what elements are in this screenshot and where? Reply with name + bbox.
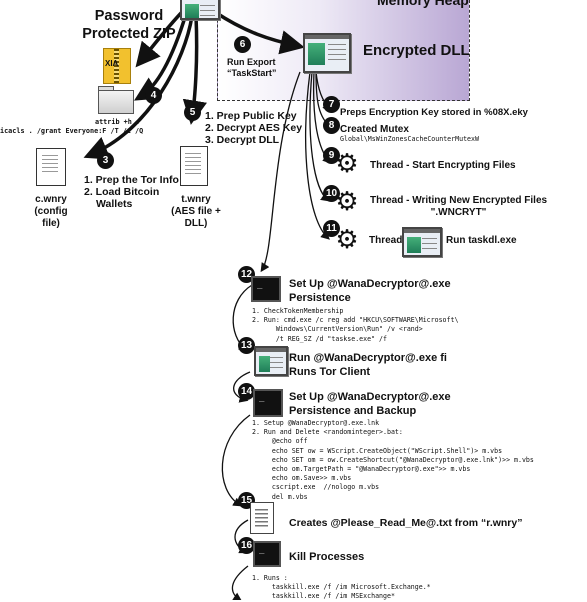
step13-title1: Run @WanaDecryptor@.exe fi [289,352,447,364]
badge-8: 8 [323,117,340,134]
step3-list: 1. Prep the Tor Info 2. Load Bitcoin Wal… [84,174,179,210]
step11-task: Run taskdl.exe [446,235,517,246]
c-wnry-label: c.wnry (config file) [25,194,77,230]
zip-label: XIA [105,59,119,68]
folder-icon [98,86,134,114]
step7-label: Preps Encryption Key stored in %08X.eky [340,107,528,118]
step9-label: Thread - Start Encrypting Files [370,160,516,171]
badge-3: 3 [97,152,114,169]
t-wnry-label: t.wnry (AES file + DLL) [168,194,224,230]
t-wnry-name: t.wnry [181,194,211,205]
gear-icon: ⚙ [335,186,359,216]
c-wnry-desc: (config file) [34,206,68,229]
terminal-icon [253,541,281,567]
zip-title-line1: Password [94,8,164,24]
step12-title2: Persistence [289,292,351,304]
encrypted-dll-label: Encrypted DLL [363,42,470,59]
badge-4: 4 [145,87,162,104]
text-file-icon [250,502,274,534]
terminal-icon [251,276,281,302]
step10-line2: ".WNCRYT" [430,207,487,218]
badge-11: 11 [323,220,340,237]
step13-title: Run @WanaDecryptor@.exe fi Runs Tor Clie… [289,351,447,379]
step13-title2: Runs Tor Client [289,366,371,378]
badge-5: 5 [184,104,201,121]
gear-icon: ⚙ [335,148,359,178]
badge-16: 16 [238,537,255,554]
step6-line1: Run Export [227,57,276,67]
step15-label: Creates @Please_Read_Me@.txt from “r.wnr… [289,517,523,529]
host-computer-icon [180,0,220,20]
t-wnry-desc: (AES file + [171,206,221,217]
taskdl-window-icon [402,227,442,257]
step10-label: Thread - Writing New Encrypted Files ".W… [370,195,547,219]
dll-window-icon [303,33,351,73]
step5-item: 1. Prep Public Key [205,110,297,122]
step14-title: Set Up @WanaDecryptor@.exe Persistence a… [289,390,451,418]
gear-icon: ⚙ [335,224,359,254]
step10-line1: Thread - Writing New Encrypted Files [370,195,548,206]
badge-14: 14 [238,383,255,400]
mutex-name: Global\MsWinZonesCacheCounterMutexW [340,135,479,143]
step3-item: 1. Prep the Tor Info [84,174,179,186]
heap-title: Memory Heap [377,0,469,8]
step12-title1: Set Up @WanaDecryptor@.exe [289,278,451,290]
step14-title2: Persistence and Backup [289,405,417,417]
document-icon [180,146,208,186]
step6-line2: “TaskStart” [227,68,277,78]
zip-title: Password Protected ZIP [64,7,194,43]
step12-title: Set Up @WanaDecryptor@.exe Persistence [289,277,451,305]
step5-list: 1. Prep Public Key 2. Decrypt AES Key 3.… [205,110,302,146]
tor-window-icon [254,346,288,376]
step11-label: Thread [369,235,403,246]
badge-10: 10 [323,185,340,202]
zip-title-line2: Protected ZIP [82,26,176,42]
badge-13: 13 [238,337,255,354]
c-wnry-name: c.wnry [35,194,67,205]
step3-item: 2. Load Bitcoin [84,186,160,198]
zip-archive-icon: XIA [103,48,131,84]
t-wnry-desc2: DLL) [184,218,208,229]
step6-label: Run Export “TaskStart” [227,57,276,79]
attrib-command: attrib +h . [95,118,141,126]
step16-title: Kill Processes [289,551,365,563]
badge-7: 7 [323,96,340,113]
badge-9: 9 [323,147,340,164]
icacls-command: icacls . /grant Everyone:F /T /C /Q [0,127,144,135]
step14-title1: Set Up @WanaDecryptor@.exe [289,391,451,403]
step3-item: Wallets [96,198,133,210]
step5-item: 2. Decrypt AES Key [205,122,303,134]
step12-code: 1. CheckTokenMembership 2. Run: cmd.exe … [252,307,459,343]
step14-code: 1. Setup @WanaDecryptor@.exe.lnk 2. Run … [252,419,534,501]
document-icon [36,148,66,186]
badge-6: 6 [234,36,251,53]
step16-code: 1. Runs : taskkill.exe /f /im Microsoft.… [252,574,431,601]
step8-title: Created Mutex [340,124,409,135]
terminal-icon [253,389,283,417]
step5-item: 3. Decrypt DLL [205,134,280,146]
